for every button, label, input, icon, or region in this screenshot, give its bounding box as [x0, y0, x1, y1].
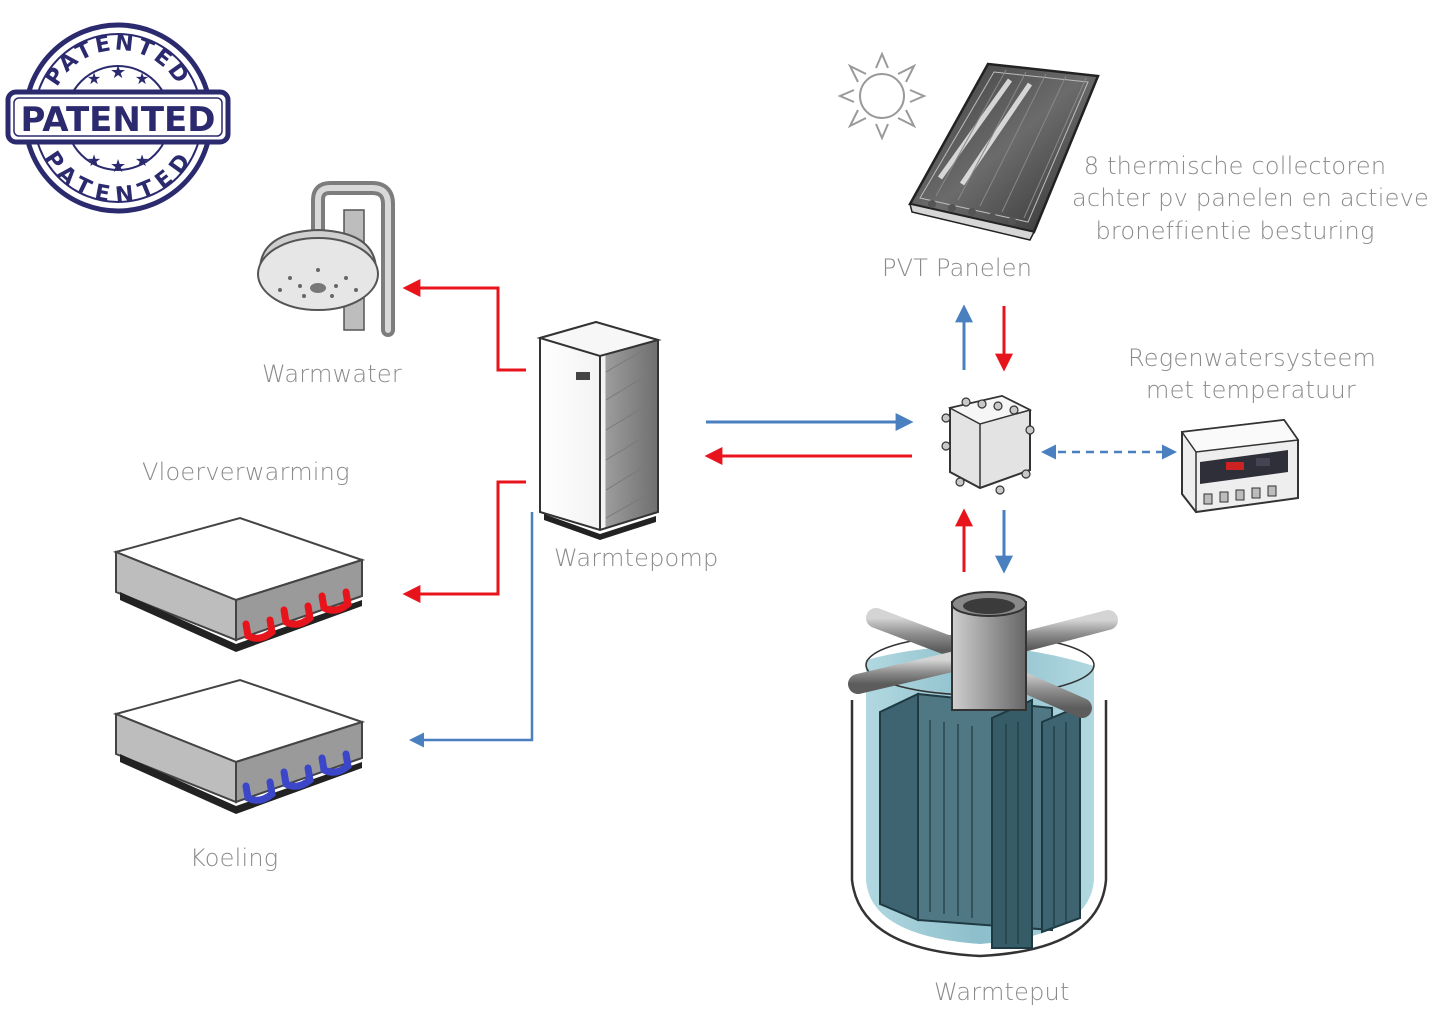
heat-pump-icon: [536, 320, 662, 540]
svg-text:★: ★: [87, 153, 101, 170]
pvt-panel-icon: [908, 62, 1100, 241]
label-koeling: Koeling: [190, 844, 279, 872]
arrow-hot-to-vloerverwarming: [402, 480, 526, 603]
label-collectors-line1: 8 thermische collectoren: [1083, 152, 1387, 180]
svg-text:★: ★: [135, 153, 149, 170]
manifold-controller-icon: [941, 394, 1035, 495]
svg-text:★: ★: [87, 71, 101, 88]
flow-arrows: [402, 279, 1177, 748]
arrow-hot-to-warmwater: [402, 279, 526, 372]
svg-text:★: ★: [135, 71, 149, 88]
label-collectors-line3: broneffientie besturing: [1095, 216, 1375, 245]
label-regen-line1: Regenwatersysteem: [1128, 344, 1377, 372]
label-warmtepomp: Warmtepomp: [554, 544, 719, 572]
stamp-banner-text: PATENTED: [21, 100, 216, 140]
label-collectors: 8 thermische collectoren achter pv panel…: [1072, 150, 1429, 247]
label-collectors-line2: achter pv panelen en actieve: [1072, 184, 1429, 213]
label-vloerverwarming: Vloerverwarming: [142, 458, 350, 486]
shower-icon: [257, 181, 395, 337]
rainwater-controller-icon: [1180, 418, 1300, 514]
sun-icon: [837, 51, 927, 141]
label-warmwater: Warmwater: [262, 360, 402, 388]
label-regen-line2: met temperatuur: [1145, 376, 1356, 405]
patented-stamp-icon: PATENTED PATENTED ★ ★ ★ ★ ★ ★ PATENTED: [5, 22, 231, 214]
label-regenwatersysteem: Regenwatersysteem met temperatuur: [1128, 342, 1377, 407]
label-pvt-panelen: PVT Panelen: [882, 254, 1033, 282]
svg-text:★: ★: [110, 62, 126, 82]
cooling-unit-icon: [112, 678, 366, 814]
heat-well-tank-icon: [848, 591, 1118, 958]
arrow-cold-to-koeling: [409, 512, 534, 748]
label-warmteput: Warmteput: [934, 978, 1070, 1006]
floor-heating-unit-icon: [112, 516, 366, 652]
svg-text:★: ★: [110, 156, 126, 176]
